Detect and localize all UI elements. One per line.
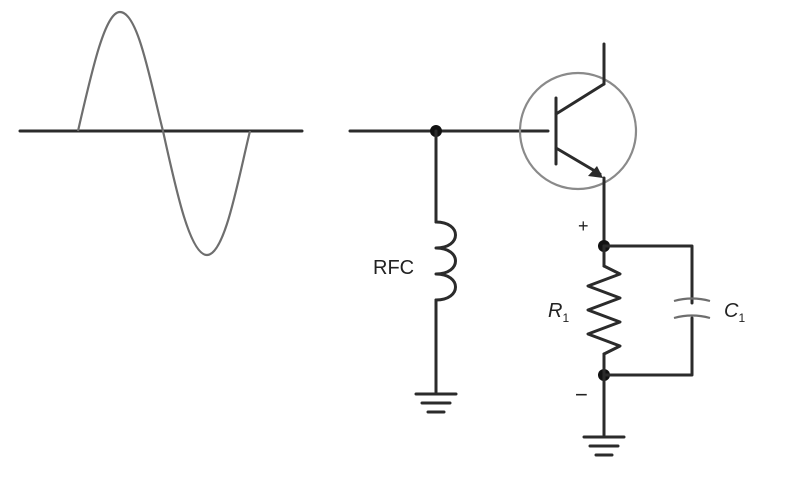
- minus-sign-label: −: [575, 382, 588, 407]
- plus-sign-label: +: [578, 216, 589, 236]
- r1-label-subscript: 1: [562, 311, 569, 325]
- ground-icon: [414, 392, 458, 414]
- transistor-envelope: [518, 71, 638, 191]
- capacitor-return-wire: [602, 316, 694, 377]
- r1-label: R1: [548, 300, 569, 325]
- rfc-label: RFC: [373, 257, 414, 279]
- capacitor-icon: [673, 297, 711, 320]
- npn-transistor-icon: [518, 42, 638, 248]
- capacitor-branch-wire: [602, 244, 694, 305]
- r1-label-main: R: [548, 300, 562, 322]
- ground-icon: [582, 435, 626, 457]
- sine-wave-icon: [76, 10, 252, 257]
- rfc-branch: RFC: [373, 129, 458, 414]
- c1-label-main: C: [724, 300, 739, 322]
- emitter-arrow-icon: [588, 166, 603, 178]
- c1-label: C1: [724, 300, 745, 325]
- sine-waveform: [18, 10, 304, 257]
- c1-label-subscript: 1: [738, 311, 745, 325]
- transistor-collector-lead: [554, 82, 606, 116]
- rc-network: + − R1 C1: [548, 216, 745, 457]
- resistor-icon: [586, 264, 622, 356]
- transistor-emitter-lead: [554, 146, 602, 176]
- inductor-icon: [434, 220, 457, 302]
